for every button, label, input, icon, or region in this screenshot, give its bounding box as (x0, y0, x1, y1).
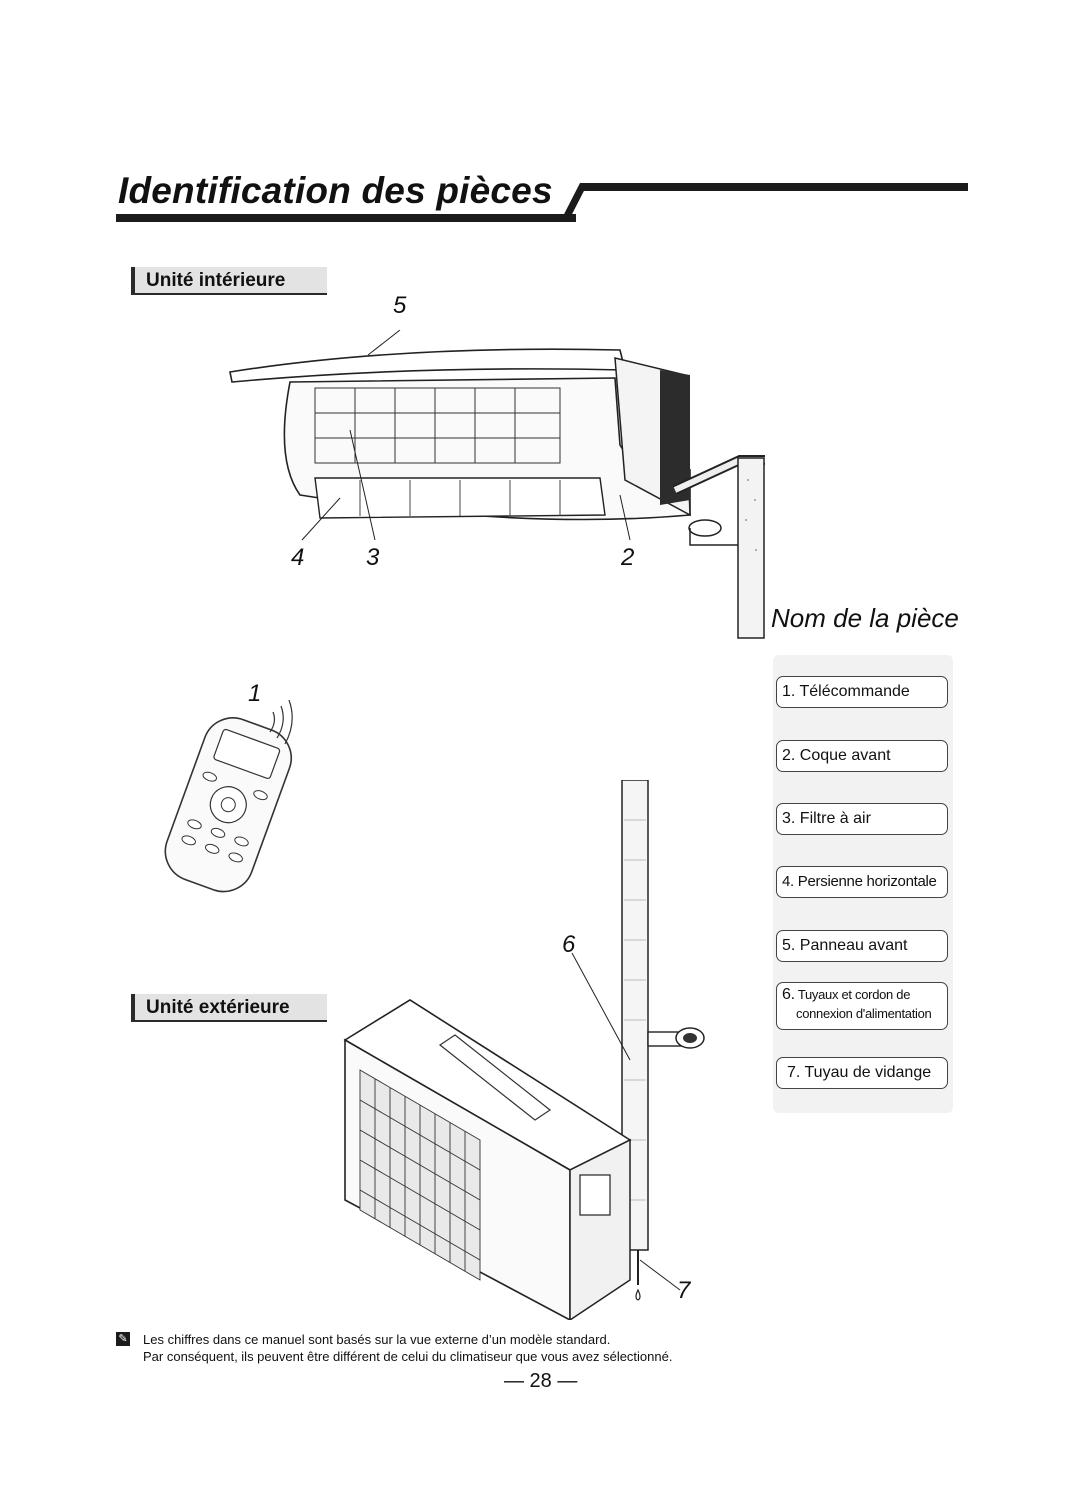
indoor-unit-illustration (229, 330, 765, 639)
part-item-7: 7. Tuyau de vidange (776, 1057, 948, 1089)
title-bar (580, 183, 968, 191)
note-line-1: Les chiffres dans ce manuel sont basés s… (143, 1332, 611, 1347)
parts-heading: Nom de la pièce (771, 603, 959, 633)
callout-7: 7 (677, 1277, 691, 1304)
callout-1: 1 (248, 680, 262, 707)
part-item-6: 6. Tuyaux et cordon de connexion d'alime… (776, 982, 948, 1030)
outdoor-unit-label: Unité extérieure (131, 994, 327, 1022)
part-label: Panneau avant (799, 937, 908, 954)
part-label: Télécommande (799, 683, 910, 700)
part-label: Persienne horizontale (797, 873, 937, 890)
part-number: 5. (782, 937, 796, 954)
indoor-unit-label: Unité intérieure (131, 267, 327, 295)
remote-control-illustration (164, 700, 293, 893)
part-number: 4. (782, 873, 794, 890)
part-label: Tuyaux et cordon de (797, 987, 911, 1002)
callout-3: 3 (366, 544, 380, 571)
outdoor-unit-illustration (343, 780, 705, 1320)
outdoor-label-underline (131, 1020, 327, 1022)
callout-4: 4 (291, 544, 305, 571)
part-label: Filtre à air (799, 810, 871, 827)
title-divider (560, 183, 588, 222)
note-icon: ✎ (116, 1332, 130, 1346)
part-item-2: 2. Coque avant (776, 740, 948, 772)
part-label: Coque avant (799, 747, 891, 764)
callout-5: 5 (393, 292, 407, 319)
part-label: Tuyau de vidange (804, 1064, 932, 1081)
part-number: 7. (787, 1064, 801, 1081)
note-text: Les chiffres dans ce manuel sont basés s… (143, 1331, 672, 1365)
part-label-line2: connexion d'alimentation (796, 1006, 932, 1021)
part-item-3: 3. Filtre à air (776, 803, 948, 835)
part-item-5: 5. Panneau avant (776, 930, 948, 962)
indoor-label-underline (131, 293, 327, 295)
callout-6: 6 (562, 931, 576, 958)
part-item-1: 1. Télécommande (776, 676, 948, 708)
part-number: 1. (782, 683, 796, 700)
page-number: — 28 — (504, 1370, 578, 1392)
part-item-4: 4. Persienne horizontale (776, 866, 948, 898)
part-number: 2. (782, 747, 796, 764)
part-number: 6. (782, 986, 795, 1003)
callout-2: 2 (621, 544, 635, 571)
note-line-2: Par conséquent, ils peuvent être différe… (143, 1349, 673, 1364)
title-underline (116, 214, 576, 222)
page-title: Identification des pièces (118, 170, 553, 211)
part-number: 3. (782, 810, 796, 827)
